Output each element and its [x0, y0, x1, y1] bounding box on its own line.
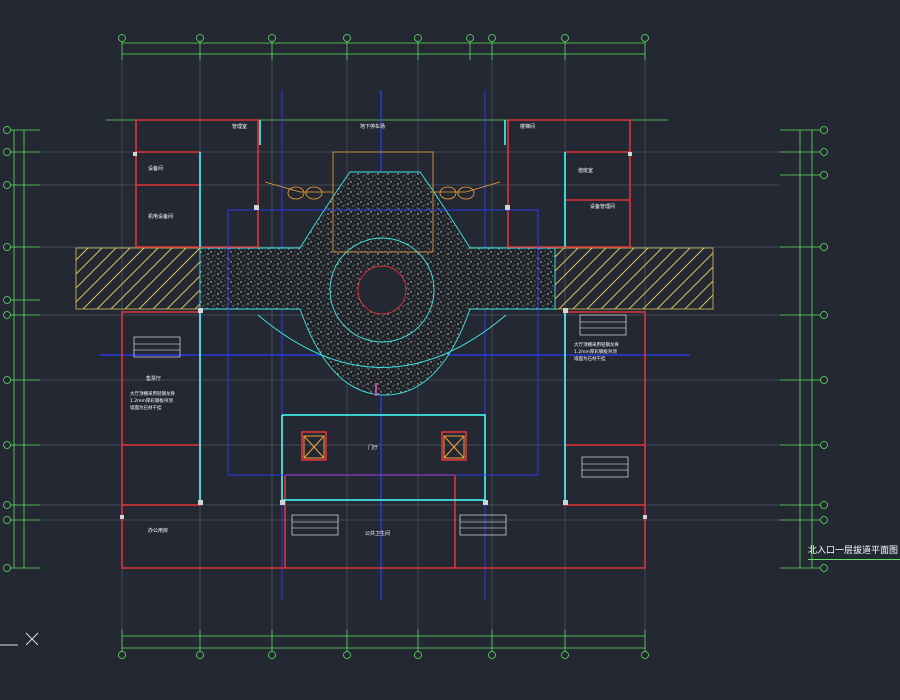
room-label-equipment: 设备间: [148, 165, 163, 172]
drawing-title: 北入口一层拔道平面图: [808, 546, 899, 556]
note-left-line-2: 1.2mm厚彩钢板吊顶: [130, 397, 173, 404]
hatched-ramps: [75, 247, 714, 310]
note-tables: [133, 314, 629, 536]
plaza-paving: [199, 171, 556, 396]
room-label-mep: 机电设备间: [148, 213, 173, 220]
drawing-title-block: 北入口一层拔道平面图: [808, 543, 900, 560]
ucs-icon: [0, 632, 39, 646]
stair-cores: [303, 435, 465, 459]
room-label-office-2: 办公用房: [148, 527, 168, 534]
room-label-lobby: 门厅: [368, 444, 378, 451]
interior-boundary: [227, 209, 539, 476]
note-right-line-3: 墙面为石材干挂: [574, 355, 606, 362]
room-labels: 管理室 设备间 机电设备间 楼梯间 值班室 门厅 售票厅 设备管理间 地下停车场…: [146, 123, 615, 537]
note-left-line-1: 大厅顶棚采用轻钢龙骨: [130, 390, 175, 397]
upper-corridor: [264, 151, 501, 253]
room-label-ticket: 售票厅: [146, 375, 161, 382]
room-label-duty: 值班室: [578, 167, 593, 174]
note-paragraphs: 大厅顶棚采用轻钢龙骨 1.2mm厚彩钢板吊顶 墙面为石材干挂 大厅顶棚采用轻钢龙…: [130, 341, 619, 411]
note-right-line-1: 大厅顶棚采用轻钢龙骨: [574, 341, 619, 348]
note-left-line-3: 墙面为石材干挂: [130, 404, 162, 411]
room-label-stair: 楼梯间: [520, 123, 535, 130]
columns: [120, 152, 647, 519]
room-label-parking: 地下停车场: [360, 123, 385, 130]
room-label-mgmt: 设备管理间: [590, 203, 615, 210]
note-right-line-2: 1.2mm厚彩钢板吊顶: [574, 348, 617, 355]
axis-bubbles: [3, 34, 828, 659]
room-label-office: 管理室: [232, 123, 247, 130]
room-label-wc: 公共卫生间: [365, 530, 390, 537]
title-underline: [808, 559, 900, 560]
